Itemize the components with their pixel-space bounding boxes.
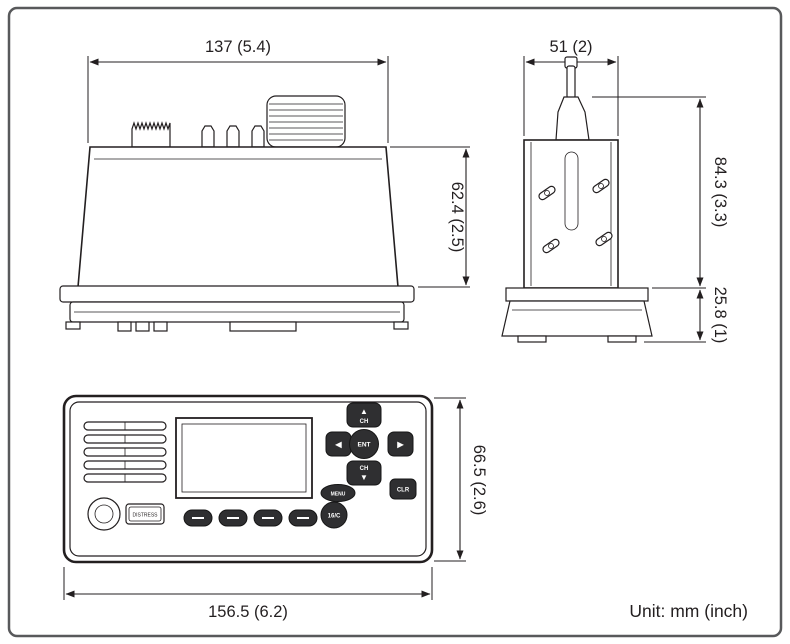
left-button: ◀ [325, 431, 352, 457]
radio-body-top [77, 146, 399, 288]
dim-side-height-lower: 25.8 (1) [644, 287, 729, 344]
cable-assembly [555, 56, 590, 141]
dim-label-front-height: 66.5 (2.6) [470, 445, 488, 516]
down-arrow-icon: ▼ [360, 473, 368, 482]
wing-knob [538, 185, 556, 201]
channel-up-button: ▲ CH [346, 402, 382, 428]
clr-button: CLR [389, 478, 417, 500]
bracket-slot [564, 151, 579, 231]
svg-text:MENU: MENU [331, 492, 346, 498]
right-button: ▶ [387, 431, 414, 457]
svg-text:CLR: CLR [397, 488, 410, 494]
connector-stub [201, 125, 215, 148]
softkey-row [183, 509, 318, 527]
sixteen-c-button: 16/C [320, 501, 348, 529]
radio-body-side [523, 139, 619, 289]
volume-knob [87, 497, 121, 531]
speaker-cylinder [266, 95, 346, 148]
side-view: 51 (2) [501, 38, 729, 344]
left-arrow-icon: ◀ [334, 440, 342, 449]
dim-top-width: 137 (5.4) [87, 38, 389, 143]
dim-label-side-width: 51 (2) [549, 38, 592, 56]
keypad-cluster: ▲ CH ◀ ENT ▶ CH ▼ MENU [320, 402, 417, 529]
distress-button: DISTRESS [125, 503, 165, 525]
svg-text:ENT: ENT [358, 442, 371, 449]
unit-note: Unit: mm (inch) [629, 601, 748, 621]
right-arrow-icon: ▶ [396, 440, 404, 449]
distress-label: DISTRESS [132, 513, 158, 519]
wing-knob [595, 231, 613, 247]
dim-front-width: 156.5 (6.2) [63, 567, 433, 621]
mounting-bracket-side [501, 287, 653, 343]
lcd-display [175, 417, 313, 499]
up-arrow-icon: ▲ [360, 407, 368, 416]
dim-label-top-depth: 62.4 (2.5) [448, 182, 466, 253]
dim-label-top-width: 137 (5.4) [205, 38, 271, 56]
speaker-grille [83, 421, 167, 483]
svg-text:CH: CH [360, 466, 369, 472]
svg-text:CH: CH [360, 419, 369, 425]
wing-knob [592, 178, 610, 194]
dim-label-side-height-lower: 25.8 (1) [711, 287, 729, 344]
ribbed-connector [131, 121, 171, 148]
ent-button: ENT [349, 429, 379, 459]
front-view: DISTRESS ▲ CH ◀ [62, 394, 488, 621]
dim-side-height-upper: 84.3 (3.3) [592, 96, 729, 289]
top-view: 137 (5.4) [59, 38, 470, 332]
dim-label-front-width: 156.5 (6.2) [208, 603, 288, 621]
menu-button: MENU [320, 484, 356, 502]
svg-text:16/C: 16/C [328, 514, 341, 520]
connector-stub [226, 125, 240, 148]
channel-down-button: CH ▼ [346, 460, 382, 486]
mounting-bracket-top [59, 285, 415, 332]
dim-label-side-height-upper: 84.3 (3.3) [711, 157, 729, 228]
dim-top-depth: 62.4 (2.5) [390, 146, 470, 288]
wing-knob [542, 238, 560, 254]
dim-front-height: 66.5 (2.6) [434, 397, 488, 562]
connector-stub [251, 125, 265, 148]
